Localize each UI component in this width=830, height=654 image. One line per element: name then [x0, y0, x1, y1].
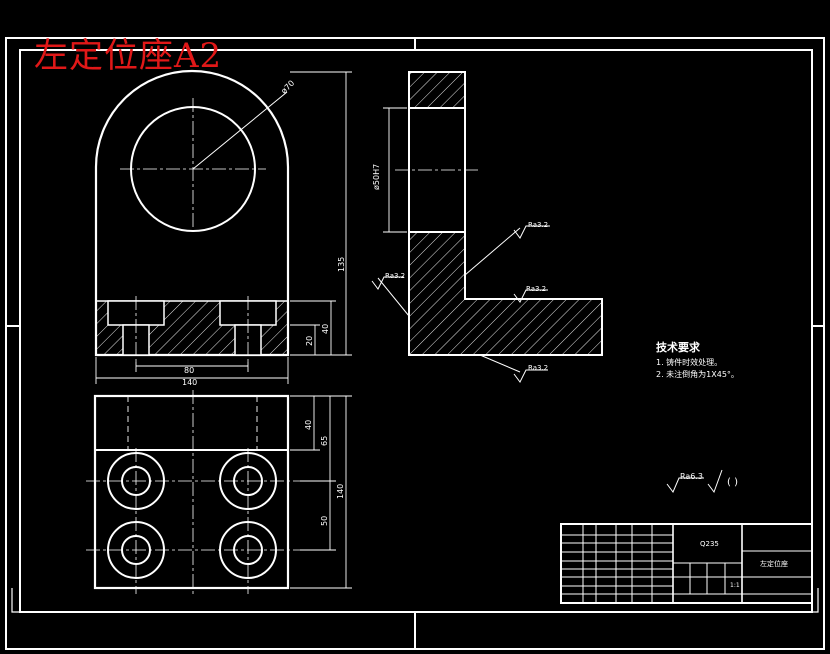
bottom-view-outline	[93, 394, 290, 590]
roughness-label-4: Ra3.2	[528, 364, 549, 372]
tech-heading: 技术要求	[656, 341, 700, 354]
centerlines-bottom	[86, 390, 300, 594]
dim-bottom-50: 50	[320, 515, 329, 526]
front-view-outline	[94, 69, 290, 357]
front-view	[94, 69, 352, 384]
title-block-material: Q235	[700, 540, 719, 548]
dim-bottom-40: 40	[304, 419, 313, 430]
hidden-lines	[127, 396, 258, 450]
bolt-holes	[107, 452, 277, 579]
roughness-label-1: Ra3.2	[528, 221, 549, 229]
front-dimension-lines	[95, 71, 352, 384]
dim-base-lower: 20	[305, 335, 314, 346]
bottom-dimension-lines	[290, 395, 352, 589]
diameter-leader	[192, 91, 288, 170]
tech-line-2: 2. 未注倒角为1X45°。	[656, 370, 739, 379]
side-section-view	[371, 71, 723, 494]
roughness-label-3: Ra3.2	[385, 272, 406, 280]
dim-hole-spacing: 80	[184, 366, 195, 375]
bottom-view	[86, 390, 352, 594]
roughness-label-2: Ra3.2	[526, 285, 547, 293]
roughness-leaders	[371, 225, 723, 494]
dim-base-height: 40	[321, 323, 330, 334]
bore-dimension	[383, 107, 407, 233]
dim-height-total: 135	[337, 256, 346, 272]
title-block-part-name: 左定位座	[760, 560, 788, 568]
dim-width: 140	[182, 378, 198, 387]
roughness-general: Ra6.3	[680, 472, 704, 481]
tech-line-1: 1. 铸件时效处理。	[656, 358, 723, 367]
side-l-section	[408, 231, 603, 356]
dim-bottom-65: 65	[320, 435, 329, 446]
roughness-paren: ( )	[727, 477, 738, 488]
dim-bottom-140: 140	[336, 483, 345, 499]
sheet-border	[5, 37, 825, 650]
tech-requirements: 技术要求 1. 铸件时效处理。 2. 未注倒角为1X45°。	[656, 341, 739, 381]
side-top-section	[408, 71, 466, 109]
title-block-lines	[560, 523, 813, 604]
drawing-title: 左定位座A2	[34, 36, 223, 76]
dim-bore-fit: ø50H7	[372, 163, 381, 190]
title-block-scale: 1:1	[730, 582, 740, 589]
